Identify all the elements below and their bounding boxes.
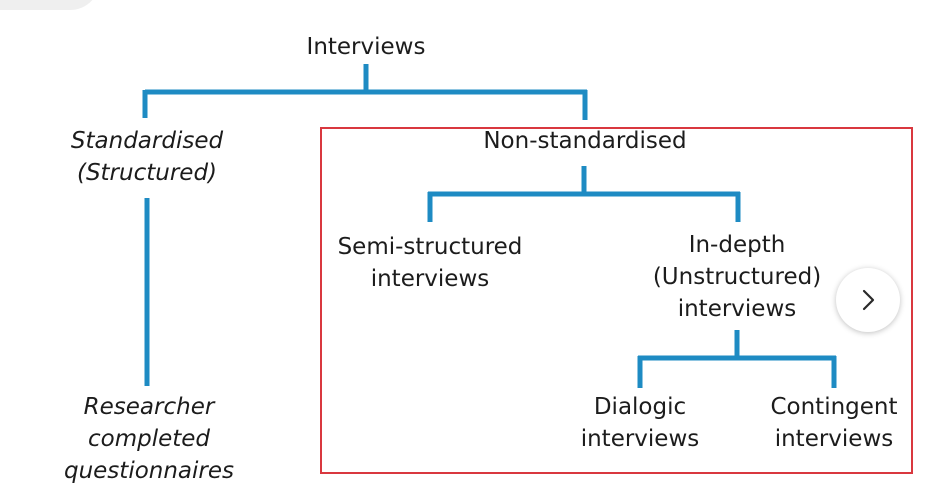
node-semi-structured-line-1: Semi-structured [337,234,523,260]
node-dialogic-line-1: Dialogic [593,394,687,420]
node-dialogic-line-2: interviews [580,426,700,452]
node-researcher-completed-questionnaires: Researcher completed questionnaires [36,391,262,487]
corner-shade [0,0,100,10]
node-contingent: Contingent interviews [744,391,924,455]
node-standardised: Standardised (Structured) [34,125,260,189]
node-in-depth-line-1: In-depth [688,232,786,258]
node-contingent-line-2: interviews [774,426,894,452]
highlight-box [320,127,913,474]
node-in-depth-line-2: (Unstructured) [652,264,822,290]
node-dialogic: Dialogic interviews [550,391,730,455]
node-in-depth: In-depth (Unstructured) interviews [626,229,848,325]
node-standardised-line-2: (Structured) [76,160,218,186]
node-semi-structured: Semi-structured interviews [318,231,542,295]
next-slide-button[interactable] [836,268,900,332]
node-non-standardised: Non-standardised [483,128,687,154]
node-researcher-line-1: Researcher [83,394,215,420]
node-semi-structured-line-2: interviews [370,266,490,292]
node-in-depth-line-3: interviews [677,296,797,322]
node-contingent-line-1: Contingent [770,394,898,420]
chevron-right-icon [862,289,875,311]
node-standardised-line-1: Standardised [70,128,224,154]
node-interviews: Interviews [306,34,426,60]
node-researcher-line-2: completed [87,426,211,452]
node-researcher-line-3: questionnaires [63,458,235,484]
